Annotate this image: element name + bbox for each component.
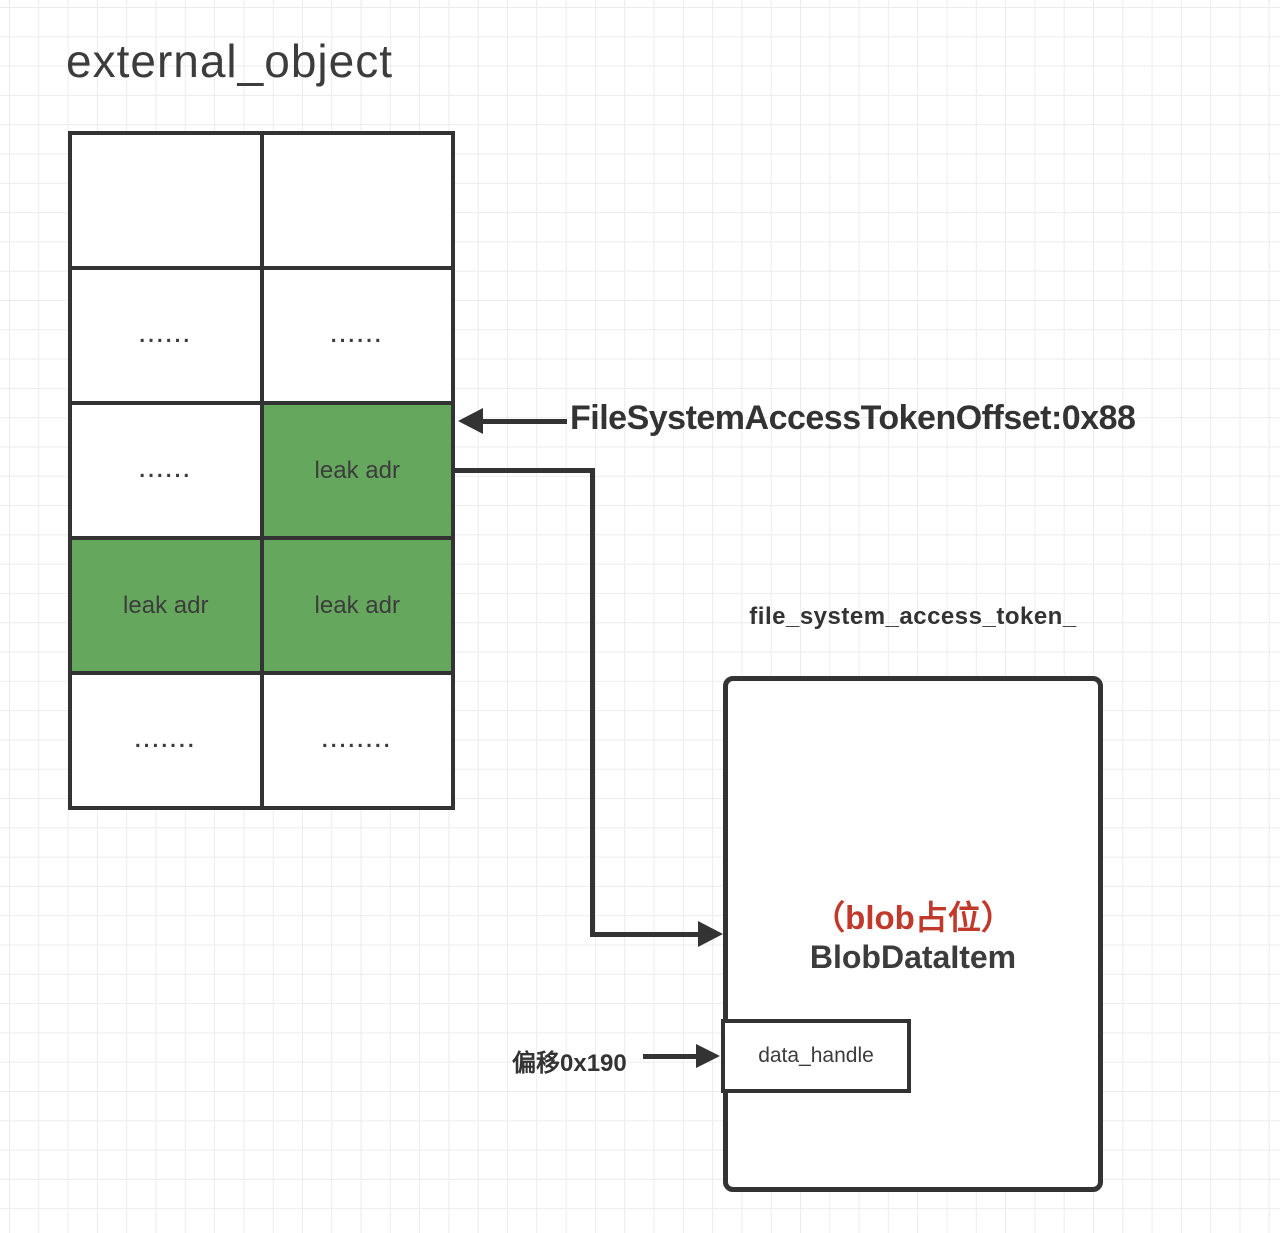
diagram-title: external_object [66,35,393,87]
arrowhead-left-icon [458,408,483,434]
blob-placeholder-label: （blob占位） [812,899,1014,936]
table-cell [263,135,451,266]
external-object-table: ...... ...... ...... leak adr leak adr l… [68,131,455,810]
connector-segment-top [453,468,595,473]
field-offset-arrow-line [643,1054,698,1059]
table-cell-leak-adr: leak adr [72,540,260,671]
table-cell: ...... [263,270,451,401]
blob-data-item-label: BlobDataItem [809,939,1017,975]
table-cell [72,135,260,266]
arrowhead-right-icon [696,1044,720,1068]
connector-segment-vertical [590,468,595,937]
table-cell: ....... [72,675,260,806]
table-cell: ...... [72,405,260,536]
data-handle-field: data_handle [721,1019,911,1093]
table-cell: ........ [263,675,451,806]
arrowhead-right-icon [698,921,723,947]
table-cell-leak-adr: leak adr [263,405,451,536]
offset-arrow-label: FileSystemAccessTokenOffset:0x88 [570,399,1136,437]
connector-segment-bottom [590,932,700,937]
table-cell-leak-adr: leak adr [263,540,451,671]
token-struct-label: file_system_access_token_ [749,603,1077,630]
file-system-access-token-box: （blob占位） BlobDataItem [723,676,1103,1192]
offset-arrow-line [479,419,567,424]
field-offset-label: 偏移0x190 [512,1050,627,1077]
table-cell: ...... [72,270,260,401]
